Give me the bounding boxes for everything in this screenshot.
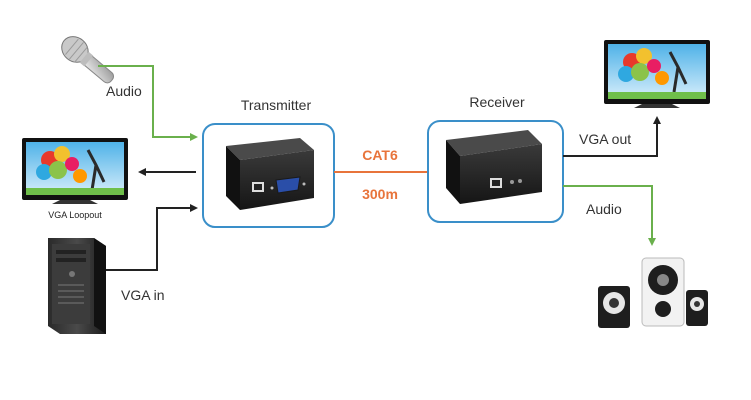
- transmitter-device-icon: [226, 138, 314, 210]
- vga-in-connector: [106, 204, 198, 271]
- tv-icon: [22, 138, 128, 204]
- audio-out-connector: [563, 185, 656, 246]
- receiver-label: Receiver: [469, 94, 525, 110]
- computer-tower-icon: [48, 238, 106, 334]
- audio-in-connector: [98, 65, 198, 141]
- tv-icon: [604, 40, 710, 108]
- speakers-icon: [598, 257, 708, 328]
- vga-out-label: VGA out: [579, 131, 631, 147]
- microphone-icon: [61, 36, 115, 84]
- distance-label: 300m: [362, 186, 398, 202]
- transmitter-label: Transmitter: [241, 97, 312, 113]
- receiver-device-icon: [446, 130, 542, 204]
- vga-loopout-label: VGA Loopout: [48, 210, 102, 220]
- vga-out-connector: [563, 116, 661, 157]
- cable-type-label: CAT6: [362, 147, 398, 163]
- audio-in-label: Audio: [106, 83, 142, 99]
- vga-in-label: VGA in: [121, 287, 165, 303]
- audio-out-label: Audio: [586, 201, 622, 217]
